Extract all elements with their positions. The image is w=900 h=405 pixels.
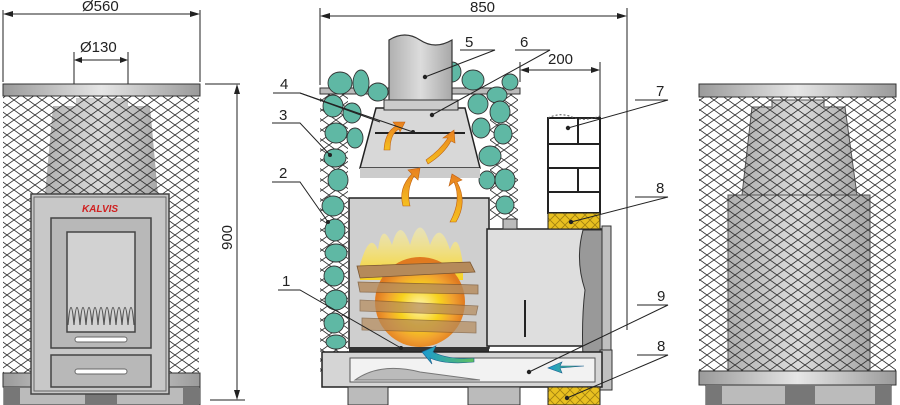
callout-8-bottom: 8 bbox=[657, 338, 665, 355]
callout-2: 2 bbox=[279, 165, 287, 182]
stones bbox=[321, 61, 519, 350]
callout-dots bbox=[326, 74, 574, 401]
hot-air-arrows bbox=[383, 121, 463, 223]
callout-6: 6 bbox=[520, 34, 528, 51]
foot bbox=[183, 387, 199, 405]
brand-logo: KALVIS bbox=[82, 204, 118, 215]
callout-4: 4 bbox=[280, 76, 288, 93]
front-view: Ø560 Ø130 KALVIS 90 bbox=[2, 0, 245, 405]
chimney-collar bbox=[383, 99, 459, 111]
callout-7: 7 bbox=[656, 83, 664, 100]
callout-9: 9 bbox=[657, 288, 665, 305]
front-panel-inset bbox=[33, 196, 167, 392]
dim-label-560: Ø560 bbox=[82, 0, 119, 15]
side-top-ring bbox=[698, 83, 897, 98]
drawer-handle[interactable] bbox=[74, 368, 128, 375]
flame-glyph-icon bbox=[67, 306, 135, 326]
cold-air-arrows bbox=[421, 345, 585, 374]
wall-break-line bbox=[547, 114, 601, 120]
chimney-pipe bbox=[388, 34, 453, 106]
foot bbox=[706, 385, 722, 405]
cross-section-view: 850 bbox=[272, 0, 669, 405]
side-mesh-cage bbox=[699, 96, 896, 381]
foot bbox=[467, 386, 521, 405]
callout-8-top: 8 bbox=[656, 180, 664, 197]
hot-air-arrow-icon bbox=[401, 167, 421, 207]
door-handle[interactable] bbox=[74, 336, 128, 343]
side-bottom-ring bbox=[698, 370, 897, 386]
hot-air-arrow-icon bbox=[448, 173, 463, 223]
side-view bbox=[698, 83, 897, 405]
callout-5: 5 bbox=[465, 34, 473, 51]
brick-lines bbox=[548, 118, 600, 193]
foot bbox=[4, 387, 20, 405]
hot-air-arrow-icon bbox=[383, 121, 406, 151]
foot bbox=[347, 386, 389, 405]
firewood bbox=[356, 261, 479, 334]
dim-arrow-icon bbox=[520, 67, 600, 73]
ash-pile bbox=[353, 367, 481, 381]
dim-label-900: 900 bbox=[219, 225, 236, 250]
air-arrow-icon bbox=[421, 345, 475, 365]
dim-label-850: 850 bbox=[470, 0, 495, 16]
foot bbox=[785, 385, 815, 405]
hot-air-arrow-icon bbox=[425, 129, 456, 165]
heat-cone bbox=[359, 107, 481, 169]
foot bbox=[875, 385, 891, 405]
top-ring bbox=[2, 83, 201, 97]
air-arrow-icon bbox=[547, 361, 585, 374]
brick-wall bbox=[547, 117, 601, 214]
cone-base bbox=[360, 168, 480, 178]
foot bbox=[85, 392, 117, 405]
grate bbox=[349, 347, 489, 352]
insulation-bottom bbox=[547, 386, 601, 405]
dim-label-200: 200 bbox=[548, 51, 573, 68]
door-glass bbox=[66, 231, 136, 333]
callout-3: 3 bbox=[279, 107, 287, 124]
chamber-cap bbox=[502, 218, 518, 230]
leader-lines bbox=[272, 49, 669, 399]
callout-1: 1 bbox=[282, 273, 290, 290]
dim-label-130: Ø130 bbox=[80, 39, 117, 56]
